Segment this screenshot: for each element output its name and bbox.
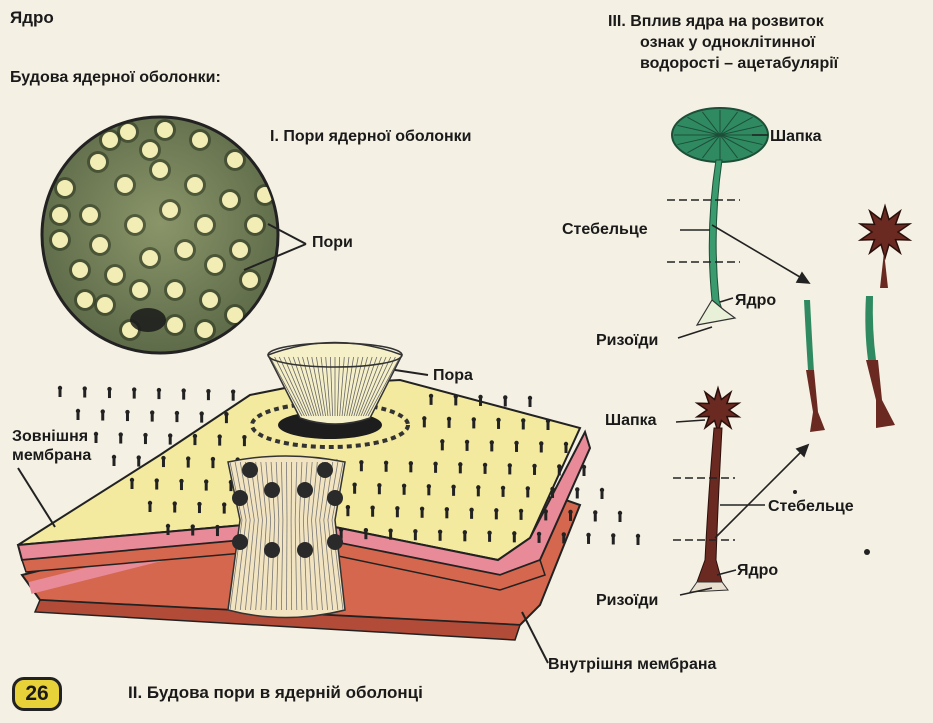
section1-title: I. Пори ядерної оболонки xyxy=(270,128,472,145)
section3-title-line1: III. Вплив ядра на розвиток xyxy=(608,13,824,30)
stalk-label-1: Стебельце xyxy=(562,221,648,238)
nucleus-label-1: Ядро xyxy=(735,292,777,309)
graft-result-1 xyxy=(857,203,913,428)
rhizoids-label-1: Ризоїди xyxy=(596,332,659,349)
pores-micrograph xyxy=(40,115,280,355)
section3-title-line3: водорості – ацетабулярії xyxy=(640,55,839,72)
nucleus-label-2: Ядро xyxy=(737,562,779,579)
acetabularia-green xyxy=(671,107,769,326)
speck xyxy=(864,549,870,555)
dark-spot xyxy=(130,308,166,332)
inner-membrane-label: Внутрішня мембрана xyxy=(548,656,717,673)
acetabularia-brown xyxy=(689,385,742,593)
pore-dots xyxy=(49,119,276,341)
pores-pointer-lines xyxy=(243,223,307,271)
algae-pointer-lines xyxy=(667,134,811,596)
pores-label: Пори xyxy=(312,234,353,251)
cap-label-2: Шапка xyxy=(605,412,657,429)
page-title: Ядро xyxy=(10,8,54,27)
stalk-label-2: Стебельце xyxy=(768,498,854,515)
page-subtitle: Будова ядерної оболонки: xyxy=(10,69,221,86)
outer-membrane-label-1: Зовнішня xyxy=(12,428,89,445)
section3-title-line2: ознак у одноклітинної xyxy=(640,34,816,51)
outer-membrane-label-2: мембрана xyxy=(12,447,92,464)
nuclear-envelope-model xyxy=(16,341,641,641)
pore-granules xyxy=(232,462,343,558)
graft-fragment-1 xyxy=(804,300,825,432)
pore-label: Пора xyxy=(433,367,473,384)
envelope-pointer-lines xyxy=(17,369,549,664)
cap-label-1: Шапка xyxy=(770,128,822,145)
section2-title: II. Будова пори в ядерній оболонці xyxy=(128,683,423,702)
page-number-badge: 26 xyxy=(12,677,62,711)
rhizoids-label-2: Ризоїди xyxy=(596,592,659,609)
speck xyxy=(793,490,797,494)
